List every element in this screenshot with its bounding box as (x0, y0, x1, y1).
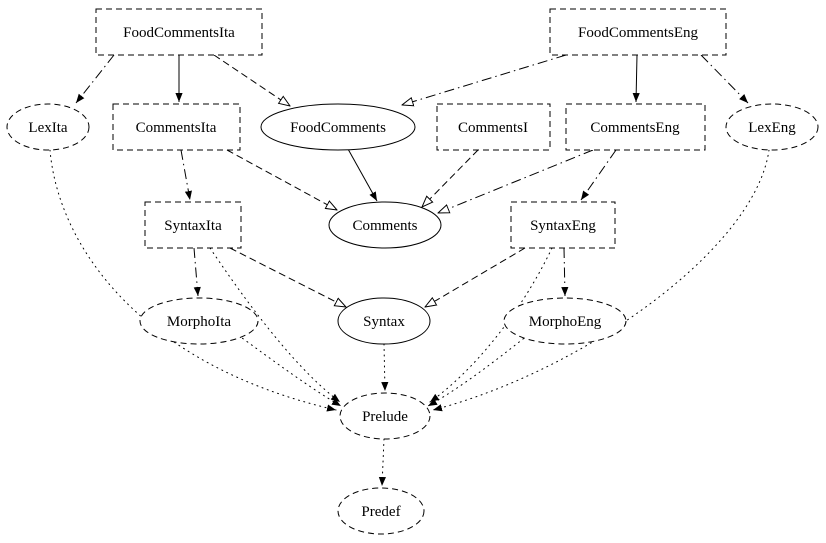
edge-FoodCommentsEng-CommentsEng (632, 54, 640, 103)
edge-MorphoEng-Prelude (427, 334, 529, 407)
node-label-commentsi: CommentsI (458, 120, 528, 136)
node-label-commentseng: CommentsEng (590, 120, 680, 136)
node-ellipse-lexeng (725, 103, 819, 151)
edge-FoodCommentsIta-LexIta (75, 54, 115, 104)
node-box-commentsi (436, 103, 551, 151)
edge-LexEng-Prelude (432, 149, 770, 412)
node-label-syntaxeng: SyntaxEng (530, 218, 596, 234)
edge-CommentsEng-Comments (438, 149, 594, 213)
edge-Prelude-Predef (378, 438, 386, 487)
node-syntaxita: SyntaxIta (144, 201, 242, 249)
node-label-lexeng: LexEng (748, 120, 796, 136)
node-foodcomments: FoodComments (260, 103, 416, 151)
node-ellipse-foodcomments (260, 103, 416, 151)
node-foodcommentsita: FoodCommentsIta (95, 8, 263, 56)
edge-CommentsI-Comments (422, 149, 479, 207)
node-foodcommentseng: FoodCommentsEng (549, 8, 727, 56)
edge-FoodCommentsIta-FoodComments (213, 54, 290, 106)
node-commentseng: CommentsEng (565, 103, 706, 151)
node-label-syntax: Syntax (363, 314, 405, 330)
edge-SyntaxEng-Prelude (429, 247, 553, 403)
node-label-commentsita: CommentsIta (136, 120, 217, 136)
node-label-morphoita: MorphoIta (167, 314, 231, 330)
edge-Syntax-Prelude (381, 343, 389, 392)
node-commentsita: CommentsIta (112, 103, 241, 151)
nodes: FoodCommentsIta FoodCommentsEng LexIta C… (6, 8, 819, 535)
edge-SyntaxEng-MorphoEng (561, 247, 569, 297)
node-prelude: Prelude (339, 392, 431, 440)
node-ellipse-comments (328, 201, 442, 249)
node-label-lexita: LexIta (28, 120, 67, 136)
edge-SyntaxIta-MorphoIta (193, 247, 201, 297)
edge-FoodCommentsEng-LexEng (700, 54, 749, 104)
node-label-prelude: Prelude (362, 409, 408, 425)
edge-FoodCommentsEng-FoodComments (402, 54, 567, 105)
node-syntaxeng: SyntaxEng (510, 201, 616, 249)
node-ellipse-lexita (6, 103, 90, 151)
node-label-syntaxita: SyntaxIta (164, 218, 222, 234)
node-morphoeng: MorphoEng (503, 297, 627, 345)
edges (49, 54, 770, 487)
node-box-foodcommentseng (549, 8, 727, 56)
edge-CommentsIta-SyntaxIta (180, 149, 192, 201)
node-box-foodcommentsita (95, 8, 263, 56)
node-box-syntaxita (144, 201, 242, 249)
node-lexeng: LexEng (725, 103, 819, 151)
node-label-foodcommentseng: FoodCommentsEng (578, 25, 699, 41)
node-ellipse-syntax (337, 297, 431, 345)
edge-SyntaxIta-Syntax (229, 247, 346, 307)
node-predef: Predef (337, 487, 425, 535)
node-lexita: LexIta (6, 103, 90, 151)
node-syntax: Syntax (337, 297, 431, 345)
edge-LexIta-Prelude (49, 149, 337, 412)
node-ellipse-morphoita (139, 297, 259, 345)
node-comments: Comments (328, 201, 442, 249)
node-box-commentseng (565, 103, 706, 151)
node-ellipse-morphoeng (503, 297, 627, 345)
node-morphoita: MorphoIta (139, 297, 259, 345)
edge-MorphoIta-Prelude (237, 334, 342, 407)
node-label-predef: Predef (361, 504, 400, 520)
node-label-comments: Comments (352, 218, 417, 234)
edge-SyntaxEng-Syntax (425, 247, 526, 307)
edge-CommentsEng-SyntaxEng (580, 149, 617, 201)
node-box-syntaxeng (510, 201, 616, 249)
node-commentsi: CommentsI (436, 103, 551, 151)
edge-CommentsIta-Comments (226, 149, 337, 210)
node-label-morphoeng: MorphoEng (529, 314, 602, 330)
node-ellipse-predef (337, 487, 425, 535)
edge-FoodComments-Comments (347, 148, 378, 202)
node-ellipse-prelude (339, 392, 431, 440)
node-label-foodcomments: FoodComments (290, 120, 386, 136)
node-label-foodcommentsita: FoodCommentsIta (123, 25, 235, 41)
node-box-commentsita (112, 103, 241, 151)
